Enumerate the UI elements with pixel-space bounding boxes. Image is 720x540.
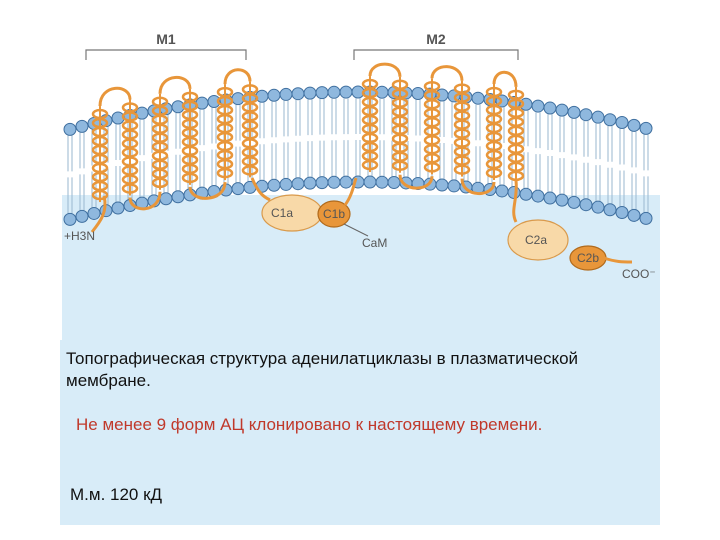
lipid-head bbox=[615, 206, 629, 220]
c-terminus-chain bbox=[603, 256, 633, 264]
lipid-head bbox=[111, 201, 125, 215]
lipid-head bbox=[387, 176, 401, 190]
lipid-head bbox=[495, 184, 509, 198]
lipid-head bbox=[447, 179, 461, 193]
lipid-head bbox=[519, 187, 533, 201]
extracellular-loop bbox=[368, 62, 402, 78]
lipid-head bbox=[231, 182, 245, 196]
lipid-head bbox=[159, 192, 173, 206]
lipid-head bbox=[279, 177, 293, 191]
caption-mass: М.м. 120 кД bbox=[70, 485, 163, 504]
c1a-label: C1a bbox=[271, 206, 293, 220]
lipid-head bbox=[627, 118, 641, 132]
extracellular-loop bbox=[223, 68, 252, 85]
lipid-head bbox=[591, 110, 605, 124]
lipid-head bbox=[327, 85, 341, 99]
lipid-head bbox=[63, 212, 77, 226]
lipid-head bbox=[531, 99, 545, 113]
lipid-head bbox=[639, 211, 653, 225]
lipid-head bbox=[291, 177, 305, 191]
lipid-head bbox=[339, 85, 353, 99]
cam-label: CaM bbox=[362, 236, 387, 250]
lipid-head bbox=[63, 122, 77, 136]
lipid-head bbox=[615, 116, 629, 130]
m1-label: M1 bbox=[156, 31, 176, 47]
lipid-head bbox=[303, 86, 317, 100]
cytoplasmic-domains: C1a C1b CaM C2a C2b +H3N COO⁻ bbox=[64, 177, 656, 281]
lipid-head bbox=[363, 175, 377, 189]
c2a-domain bbox=[507, 219, 569, 261]
n-terminus-chain bbox=[90, 195, 107, 233]
c1b-domain bbox=[317, 200, 351, 228]
lipid-head bbox=[411, 86, 425, 100]
intracellular-loop bbox=[460, 178, 496, 196]
lipid-head bbox=[279, 87, 293, 101]
intracellular-loop bbox=[398, 174, 434, 190]
c2a-label: C2a bbox=[525, 233, 547, 247]
extracellular-loop bbox=[492, 70, 518, 87]
extracellular-loop bbox=[158, 75, 192, 94]
lipid-head bbox=[303, 176, 317, 190]
m2-c2-linker bbox=[512, 179, 518, 223]
lipid-head bbox=[555, 193, 569, 207]
lipid-head bbox=[75, 119, 89, 133]
cam-pointer bbox=[343, 223, 369, 237]
transmembrane-helices bbox=[91, 62, 525, 211]
lipid-head bbox=[75, 209, 89, 223]
lipid-head bbox=[543, 191, 557, 205]
lipid-head bbox=[591, 200, 605, 214]
lipid-head bbox=[291, 87, 305, 101]
caption-forms: Не менее 9 форм АЦ клонировано к настоящ… bbox=[76, 415, 543, 434]
cytoplasm-area bbox=[62, 195, 660, 345]
m2-label: M2 bbox=[426, 31, 446, 47]
m1-c1-linker bbox=[250, 177, 271, 202]
extracellular-loop bbox=[98, 86, 132, 107]
lipid-head bbox=[603, 203, 617, 217]
lipid-head bbox=[531, 189, 545, 203]
c2b-label: C2b bbox=[577, 251, 599, 265]
n-terminus-label: +H3N bbox=[64, 229, 95, 243]
extracellular-loop bbox=[430, 65, 464, 81]
caption-panel: Топографическая структура аденилатциклаз… bbox=[60, 340, 660, 525]
lipid-head bbox=[435, 178, 449, 192]
intracellular-loop bbox=[128, 191, 162, 211]
intracellular-loop bbox=[188, 181, 227, 200]
lipid-head bbox=[267, 178, 281, 192]
lipid-head bbox=[375, 175, 389, 189]
caption-main: Топографическая структура аденилатциклаз… bbox=[66, 349, 579, 390]
lipid-head bbox=[555, 103, 569, 117]
lipid-head bbox=[567, 195, 581, 209]
lipid-head bbox=[171, 190, 185, 204]
lipid-head bbox=[339, 175, 353, 189]
c-terminus-label: COO⁻ bbox=[622, 267, 656, 281]
c1b-m2-linker bbox=[343, 177, 358, 206]
c1b-label: C1b bbox=[323, 207, 345, 221]
lipid-head bbox=[567, 105, 581, 119]
lipid-head bbox=[471, 91, 485, 105]
lipid-head bbox=[327, 175, 341, 189]
lipid-head bbox=[507, 186, 521, 200]
lipid-head bbox=[315, 86, 329, 100]
lipid-head bbox=[627, 208, 641, 222]
lipid-head bbox=[315, 176, 329, 190]
lipid-head bbox=[579, 198, 593, 212]
lipid-head bbox=[639, 121, 653, 135]
lipid-head bbox=[255, 89, 269, 103]
lipid-head bbox=[267, 88, 281, 102]
lipid-head bbox=[543, 101, 557, 115]
lipid-head bbox=[603, 113, 617, 127]
lipid-head bbox=[579, 108, 593, 122]
m1-bracket: M1 bbox=[85, 31, 247, 60]
lipid-head bbox=[87, 206, 101, 220]
m2-bracket: M2 bbox=[353, 31, 519, 60]
